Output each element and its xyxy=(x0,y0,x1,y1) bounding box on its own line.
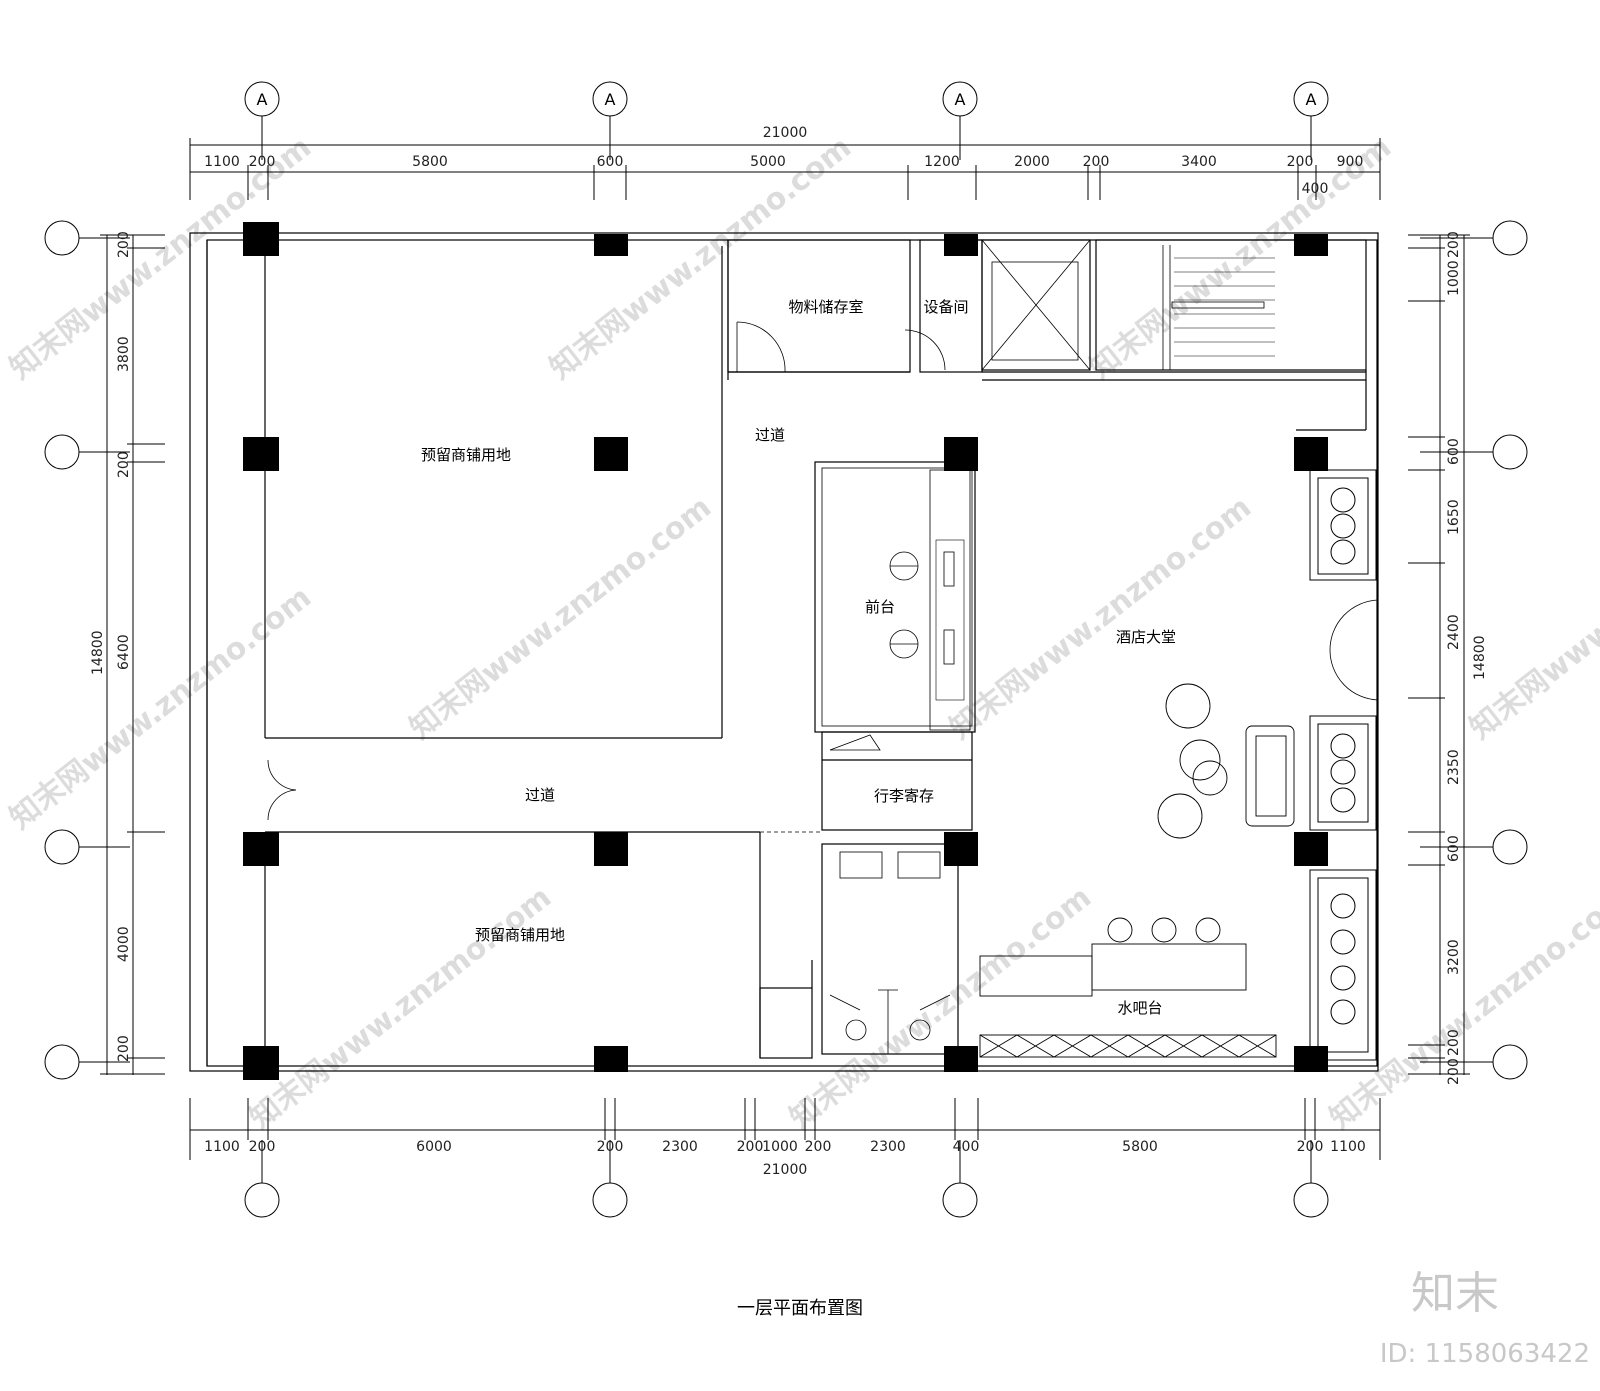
right-dim-1: 200 xyxy=(1446,231,1462,258)
axis-label-top-3: A xyxy=(955,90,966,109)
top-dim-2: 200 xyxy=(249,154,276,170)
watermark-diagonal-4: 知末网www.znzmo.com xyxy=(3,580,318,837)
right-dim-6: 2350 xyxy=(1446,749,1462,785)
watermark-diagonal-7: 知末网www.znzmo.com xyxy=(1463,490,1600,747)
top-total-dimension: 21000 xyxy=(763,125,808,141)
watermark-logo: 知末 xyxy=(1411,1268,1499,1319)
bottom-dim-3: 6000 xyxy=(416,1139,452,1155)
bottom-dim-13: 1100 xyxy=(1330,1139,1366,1155)
right-dim-7: 600 xyxy=(1446,835,1462,862)
building-walls xyxy=(189,232,1379,1072)
left-dim-2: 4000 xyxy=(116,926,132,962)
structural-columns xyxy=(243,222,1328,1080)
top-dim-7: 2000 xyxy=(1014,154,1050,170)
right-dim-3: 600 xyxy=(1446,438,1462,465)
left-dim-4: 200 xyxy=(116,451,132,478)
bottom-dim-1: 1100 xyxy=(204,1139,240,1155)
service-block xyxy=(727,239,1367,431)
bottom-dim-9: 2300 xyxy=(870,1139,906,1155)
right-dim-2: 1000 xyxy=(1446,260,1462,296)
bottom-dim-12: 200 xyxy=(1297,1139,1324,1155)
watermark-id: ID: 1158063422 xyxy=(1380,1339,1590,1369)
axis-label-top-4: A xyxy=(1306,90,1317,109)
room-label-water-bar: 水吧台 xyxy=(1117,999,1162,1017)
top-dimension-lines xyxy=(189,138,1381,200)
restroom-block xyxy=(759,843,959,1059)
watermark-diagonal-2: 知末网www.znzmo.com xyxy=(543,130,858,387)
right-dim-10: 200 xyxy=(1446,1058,1462,1085)
top-dim-4: 600 xyxy=(597,154,624,170)
bottom-total-dimension: 21000 xyxy=(763,1162,808,1178)
room-label-corridor-upper: 过道 xyxy=(755,426,785,444)
room-label-corridor-main: 过道 xyxy=(525,786,555,804)
watermark-diagonal-10: 知末网www.znzmo.com xyxy=(1323,880,1600,1137)
axis-label-top-2: A xyxy=(605,90,616,109)
right-axis-markers xyxy=(1408,220,1528,1080)
bottom-dim-10: 400 xyxy=(953,1139,980,1155)
left-total-dimension: 14800 xyxy=(90,630,106,675)
watermark-diagonal-5: 知末网www.znzmo.com xyxy=(403,490,718,747)
top-axis-markers xyxy=(244,81,1329,160)
top-dim-11: 900 xyxy=(1337,154,1364,170)
bottom-dim-7: 1000 xyxy=(762,1139,798,1155)
top-dim-10: 200 xyxy=(1287,154,1314,170)
top-dim-5: 5000 xyxy=(750,154,786,170)
top-dim-6: 1200 xyxy=(924,154,960,170)
room-label-storage: 物料储存室 xyxy=(788,298,863,316)
bottom-dimension-lines xyxy=(189,1098,1381,1160)
top-dim-9: 3400 xyxy=(1181,154,1217,170)
right-dim-4: 1650 xyxy=(1446,499,1462,535)
top-dim-8: 200 xyxy=(1083,154,1110,170)
room-label-luggage: 行李寄存 xyxy=(874,787,934,805)
right-dim-8: 3200 xyxy=(1446,939,1462,975)
watermark-diagonal-8: 知末网www.znzmo.com xyxy=(243,880,558,1137)
bottom-dim-8: 200 xyxy=(805,1139,832,1155)
drawing-title: 一层平面布置图 xyxy=(737,1298,863,1319)
left-dim-6: 200 xyxy=(116,231,132,258)
left-dim-3: 6400 xyxy=(116,634,132,670)
diagonal-watermarks: 知末网www.znzmo.com 知末网www.znzmo.com 知末网www… xyxy=(3,130,1600,1137)
left-dim-1: 200 xyxy=(116,1035,132,1062)
lobby-furniture xyxy=(979,683,1295,1058)
planters xyxy=(1309,469,1377,1061)
watermark-diagonal-9: 知末网www.znzmo.com xyxy=(783,880,1098,1137)
right-dim-5: 2400 xyxy=(1446,614,1462,650)
left-dim-5: 3800 xyxy=(116,336,132,372)
left-axis-markers xyxy=(44,220,165,1080)
top-dim-3: 5800 xyxy=(412,154,448,170)
front-desk-chairs xyxy=(889,551,955,665)
room-label-equipment: 设备间 xyxy=(923,298,968,316)
top-sub-dim: 400 xyxy=(1302,181,1329,197)
bottom-axis-markers xyxy=(244,1140,1329,1218)
top-dim-1: 1100 xyxy=(204,154,240,170)
door-swings xyxy=(267,321,1379,833)
front-desk-block xyxy=(814,461,976,831)
bottom-dim-6: 200 xyxy=(737,1139,764,1155)
right-dim-9: 200 xyxy=(1446,1029,1462,1056)
room-label-front-desk: 前台 xyxy=(865,598,895,616)
watermark-diagonal-6: 知末网www.znzmo.com xyxy=(943,490,1258,747)
room-label-lobby: 酒店大堂 xyxy=(1116,628,1176,646)
room-label-shop-upper: 预留商铺用地 xyxy=(421,446,511,464)
axis-label-top-1: A xyxy=(257,90,268,109)
bottom-dim-11: 5800 xyxy=(1122,1139,1158,1155)
right-total-dimension: 14800 xyxy=(1472,635,1488,680)
bottom-dim-5: 2300 xyxy=(662,1139,698,1155)
room-label-shop-lower: 预留商铺用地 xyxy=(475,926,565,944)
